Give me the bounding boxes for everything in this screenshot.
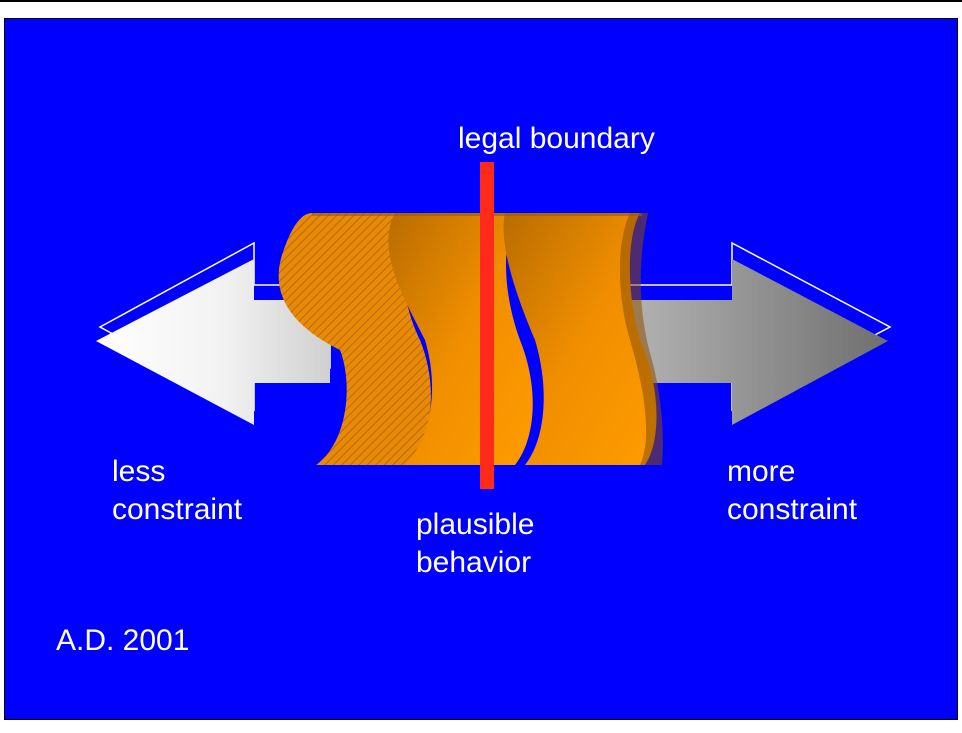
plausible-behavior-label-line1: plausible	[416, 508, 535, 541]
band-top-edge	[312, 213, 642, 216]
top-border	[0, 0, 962, 2]
less-constraint-label-line1: less	[112, 455, 166, 488]
more-constraint-label-line2: constraint	[727, 493, 858, 526]
band-segment-2	[503, 213, 657, 465]
legal-boundary-label: legal boundary	[458, 122, 655, 155]
plausible-behavior-label-line2: behavior	[416, 546, 532, 579]
plausible-behavior-band	[278, 213, 663, 465]
credit-label: A.D. 2001	[56, 624, 190, 657]
legal-boundary-line	[480, 162, 494, 489]
band-front-face	[619, 213, 663, 465]
less-constraint-label-line2: constraint	[112, 493, 243, 526]
more-constraint-label-line1: more	[727, 455, 796, 488]
band-segment-1	[388, 213, 533, 465]
band-hatched-left	[278, 213, 431, 465]
